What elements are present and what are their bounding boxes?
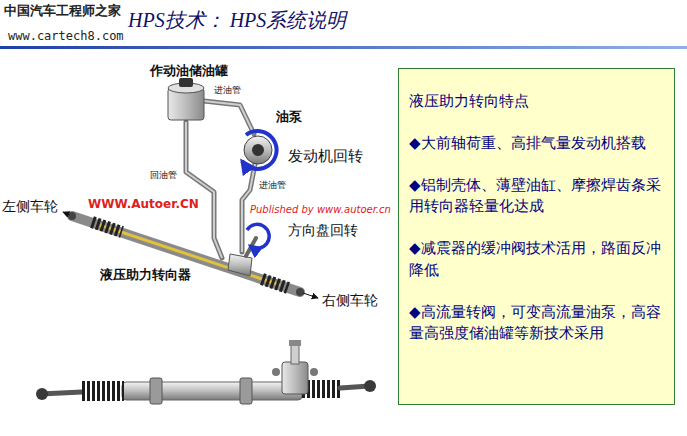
return-pipe-shine xyxy=(186,122,222,258)
steering-gear xyxy=(63,212,318,298)
pipe-port xyxy=(272,368,280,376)
left-ball-joint xyxy=(68,212,76,220)
watermark: WWW.Autoer.CN xyxy=(88,198,199,212)
mount-bracket xyxy=(240,378,252,404)
panel-heading: 液压助力转向特点 xyxy=(409,91,662,113)
rack-tube xyxy=(72,216,300,292)
part-label: 液压助力转向器 xyxy=(100,268,191,283)
left-tie-rod-end xyxy=(36,388,48,400)
pump-hub xyxy=(252,144,264,156)
part-label: 油泵 xyxy=(276,110,302,125)
bullet-text: ◆减震器的缓冲阀技术活用，路面反冲降低 xyxy=(409,238,662,282)
page-title: HPS技术： HPS系统说明 xyxy=(128,8,346,32)
left-wheel-arrow xyxy=(63,212,70,215)
left-bellows xyxy=(82,381,124,401)
right-tie-rod-end xyxy=(364,380,376,392)
part-label: 作动油储油罐 xyxy=(150,64,228,79)
rack-housing xyxy=(122,382,302,400)
engine-rotation-arrow xyxy=(242,131,277,169)
right-wheel-arrow xyxy=(303,293,318,298)
feature-panel: 液压助力转向特点 ◆大前轴荷重、高排气量发动机搭载 ◆铝制壳体、薄壁油缸、摩擦焊齿条… xyxy=(398,68,675,405)
motion-label: 发动机回转 xyxy=(288,148,363,165)
watermark: www.cartech8.com xyxy=(8,30,124,44)
valve-housing xyxy=(228,254,252,276)
oil-pipes xyxy=(186,101,255,258)
supply-pipe-shine xyxy=(204,101,254,134)
bullet-text: ◆大前轴荷重、高排气量发动机搭载 xyxy=(409,133,662,155)
watermark: Published by www.autoer.cn xyxy=(250,204,391,216)
left-boot xyxy=(92,222,122,232)
valve-body xyxy=(282,362,308,394)
pinion-shaft xyxy=(291,344,299,364)
right-boot xyxy=(262,279,288,288)
wheel-label: 右侧车轮 xyxy=(322,292,378,308)
steering-gear-photo xyxy=(36,340,376,404)
steering-rotation-arrow xyxy=(247,224,269,248)
supply-pipe xyxy=(204,101,254,134)
rack-highlight xyxy=(100,225,280,285)
bullet-text: ◆高流量转阀，可变高流量油泵，高容量高强度储油罐等新技术采用 xyxy=(409,302,662,346)
header-rule xyxy=(0,46,687,49)
pipe-label: 进油管 xyxy=(259,180,286,190)
pipe-label: 进油管 xyxy=(214,85,241,95)
mount-bracket xyxy=(150,378,162,404)
reservoir-cap xyxy=(179,78,193,87)
return-pipe xyxy=(186,122,222,258)
oil-pump xyxy=(242,131,277,169)
right-ball-joint xyxy=(296,288,304,296)
bullet-text: ◆铝制壳体、薄壁油缸、摩擦焊齿条采用转向器轻量化达成 xyxy=(409,175,662,219)
pipe-port xyxy=(310,368,318,376)
pipe-label: 回油管 xyxy=(150,170,177,180)
motion-label: 方向盘回转 xyxy=(288,222,358,238)
oil-reservoir xyxy=(168,78,204,120)
watermark: 中国汽车工程师之家 xyxy=(4,4,121,19)
pump-body xyxy=(244,136,272,164)
shaft-spline xyxy=(289,340,301,346)
wheel-label: 左侧车轮 xyxy=(2,198,58,214)
